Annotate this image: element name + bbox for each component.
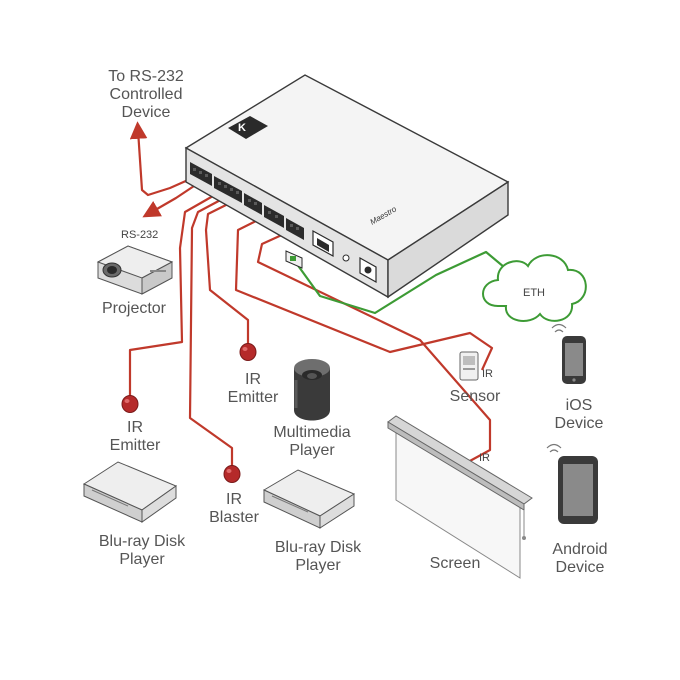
sensor-label: Sensor — [449, 388, 501, 405]
rs232-controlled-device-label: To RS-232 Controlled Device — [108, 68, 184, 121]
bluray-right-label: Blu-ray Disk Player — [274, 539, 362, 574]
rs232-projector-label: RS-232 — [121, 229, 159, 241]
ir-blaster-icon — [223, 465, 241, 483]
ios-device-label: iOS Device — [554, 397, 604, 432]
cable-sensor — [234, 214, 494, 371]
sensor-icon — [459, 351, 479, 381]
ir-emitter-left-label: IR Emitter — [109, 419, 161, 454]
projector-label: Projector — [101, 300, 167, 317]
cable-ir-emitter-left — [128, 191, 221, 397]
bluray-left-icon — [82, 461, 178, 523]
bluray-right-icon — [262, 469, 356, 529]
cable-rs232-projector — [142, 181, 201, 218]
projection-screen-icon — [387, 415, 533, 579]
ir-emitter-left-icon — [121, 395, 139, 413]
terminal-pins — [193, 168, 299, 230]
cable-ir-emitter-middle — [204, 199, 250, 344]
ethernet-cloud-icon: ETH — [482, 254, 587, 322]
power-jack — [359, 256, 377, 284]
screen-ir-label: IR — [479, 452, 490, 464]
multimedia-player-icon — [294, 359, 330, 421]
ir-emitter-middle-label: IR Emitter — [227, 371, 279, 406]
multimedia-player-label: Multimedia Player — [273, 424, 351, 459]
sensor-ir-label: IR — [482, 368, 493, 380]
brand-mark: K — [238, 122, 246, 134]
cable-screen-ir — [256, 232, 492, 463]
ir-blaster-label: IR Blaster — [209, 491, 259, 526]
cable-rs232-controlled-device — [129, 121, 198, 197]
controller-side-face — [387, 180, 509, 299]
projector-icon — [96, 245, 174, 295]
eth-label: ETH — [523, 287, 545, 299]
android-device-label: Android Device — [552, 541, 608, 576]
ir-emitter-middle-icon — [239, 343, 257, 361]
iphone-icon — [551, 323, 586, 384]
brand-logo: K — [228, 116, 268, 139]
eth-port — [312, 229, 334, 258]
eth-connector — [285, 250, 303, 269]
control-cables — [128, 121, 494, 466]
android-tablet-icon — [546, 443, 598, 524]
reset-button — [342, 254, 350, 262]
bluray-left-label: Blu-ray Disk Player — [98, 533, 186, 568]
cable-ethernet — [293, 250, 511, 315]
control-gateway-icon: K Maestro — [184, 74, 510, 299]
cable-ir-blaster — [188, 195, 234, 466]
screen-label: Screen — [429, 555, 481, 572]
